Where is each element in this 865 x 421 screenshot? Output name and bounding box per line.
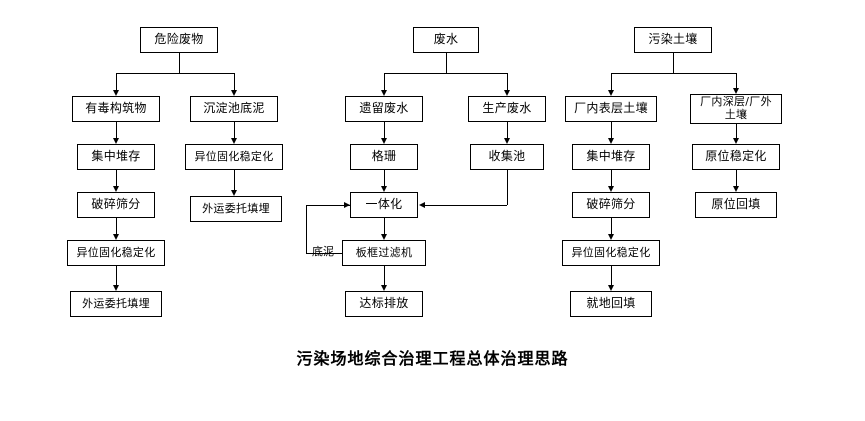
edge-sludge-to-stab: [234, 122, 235, 138]
arrow-to-toxic-structures: [112, 90, 119, 96]
arrow-insitu-to-backfill: [732, 186, 739, 192]
arrow-production-to-tank: [503, 138, 510, 144]
arrow-deep-to-insitu: [732, 138, 739, 144]
node-offsite-landfill-2[interactable]: 外运委托填埋: [70, 291, 162, 317]
node-ex-situ-stabilization-1[interactable]: 异位固化稳定化: [185, 144, 283, 170]
node-plate-frame-filter[interactable]: 板框过滤机: [342, 240, 426, 266]
arrow-to-deep-soil: [732, 88, 739, 94]
edge-hazardous-split: [116, 73, 234, 74]
edge-soil-down: [673, 53, 674, 73]
node-grid[interactable]: 格珊: [350, 144, 418, 170]
node-onsite-backfill[interactable]: 就地回填: [570, 291, 652, 317]
node-centralized-storage-2[interactable]: 集中堆存: [572, 144, 650, 170]
node-crushing-screening-1[interactable]: 破碎筛分: [77, 192, 155, 218]
edge-stab-to-landfill: [116, 266, 117, 285]
edge-storage-to-crushing: [116, 170, 117, 186]
arrow-stab-to-landfill: [112, 285, 119, 291]
node-wastewater[interactable]: 废水: [413, 27, 479, 53]
edge-sludge-return-h-top: [306, 205, 350, 206]
node-deep-outside-soil[interactable]: 厂内深层/厂外 土壤: [690, 94, 782, 124]
arrow-to-production: [503, 90, 510, 96]
arrow-grid-to-integrated: [380, 186, 387, 192]
edge-crushing-to-stab: [116, 218, 117, 234]
edge-production-to-tank: [507, 122, 508, 138]
arrow-crushing-to-stab: [112, 234, 119, 240]
edge-hazardous-down: [179, 53, 180, 73]
arrow-filter-to-discharge: [380, 285, 387, 291]
edge-residual-to-grid: [384, 122, 385, 138]
edge-wastewater-split: [384, 73, 508, 74]
node-compliant-discharge[interactable]: 达标排放: [345, 291, 423, 317]
node-production-wastewater[interactable]: 生产废水: [468, 96, 546, 122]
arrow-storage2-to-crushing: [607, 186, 614, 192]
edge-stab-to-landfill-1: [234, 170, 235, 190]
node-crushing-screening-2[interactable]: 破碎筛分: [572, 192, 650, 218]
arrow-sludge-return: [344, 201, 350, 208]
node-centralized-storage-1[interactable]: 集中堆存: [77, 144, 155, 170]
arrow-crushing2-to-stab: [607, 234, 614, 240]
edge-sludge-return-v: [306, 205, 307, 253]
edge-insitu-to-backfill: [736, 170, 737, 186]
node-integrated-unit[interactable]: 一体化: [350, 192, 418, 218]
arrow-tank-to-integrated: [419, 201, 425, 208]
arrow-stab3-to-backfill: [607, 285, 614, 291]
edge-tank-to-integrated: [425, 205, 507, 206]
edge-filter-to-discharge: [384, 266, 385, 285]
edge-toxic-to-storage: [116, 122, 117, 138]
arrow-sludge-to-stab: [230, 138, 237, 144]
node-contaminated-soil[interactable]: 污染土壤: [634, 27, 712, 53]
node-toxic-structures[interactable]: 有毒构筑物: [72, 96, 160, 122]
edge-soil-split: [611, 73, 736, 74]
arrow-to-residual: [380, 90, 387, 96]
arrow-to-surface-soil: [607, 90, 614, 96]
edge-grid-to-integrated: [384, 170, 385, 186]
edge-to-surface-soil: [611, 73, 612, 90]
arrow-stab-to-landfill-1: [230, 190, 237, 196]
arrow-residual-to-grid: [380, 138, 387, 144]
edge-surface-to-storage: [611, 122, 612, 138]
node-in-situ-stabilization[interactable]: 原位稳定化: [692, 144, 780, 170]
edge-stab3-to-backfill: [611, 266, 612, 285]
label-sludge-return: 底泥: [312, 245, 334, 258]
arrow-surface-to-storage: [607, 138, 614, 144]
arrow-integrated-to-filter: [380, 234, 387, 240]
node-in-situ-backfill[interactable]: 原位回填: [695, 192, 777, 218]
node-ex-situ-stabilization-2[interactable]: 异位固化稳定化: [67, 240, 165, 266]
edge-storage2-to-crushing: [611, 170, 612, 186]
edge-to-toxic-structures: [116, 73, 117, 90]
node-plant-surface-soil[interactable]: 厂内表层土壤: [565, 96, 657, 122]
figure-caption: 污染场地综合治理工程总体治理思路: [296, 349, 569, 368]
node-residual-wastewater[interactable]: 遗留废水: [345, 96, 423, 122]
edge-to-production: [507, 73, 508, 90]
edge-sludge-return-h-bottom: [306, 253, 342, 254]
node-ex-situ-stabilization-3[interactable]: 异位固化稳定化: [562, 240, 660, 266]
edge-crushing2-to-stab: [611, 218, 612, 234]
arrow-storage-to-crushing: [112, 186, 119, 192]
edge-to-deep-soil: [736, 73, 737, 88]
edge-tank-down: [507, 170, 508, 205]
arrow-to-sed-sludge: [230, 90, 237, 96]
edge-deep-to-insitu: [736, 124, 737, 138]
node-offsite-landfill-1[interactable]: 外运委托填埋: [190, 196, 282, 222]
node-sedimentation-sludge[interactable]: 沉淀池底泥: [190, 96, 278, 122]
edge-to-residual: [384, 73, 385, 90]
node-hazardous-waste[interactable]: 危险废物: [140, 27, 218, 53]
node-collection-tank[interactable]: 收集池: [470, 144, 544, 170]
edge-wastewater-down: [446, 53, 447, 73]
arrow-toxic-to-storage: [112, 138, 119, 144]
edge-to-sed-sludge: [234, 73, 235, 90]
edge-integrated-to-filter: [384, 218, 385, 234]
